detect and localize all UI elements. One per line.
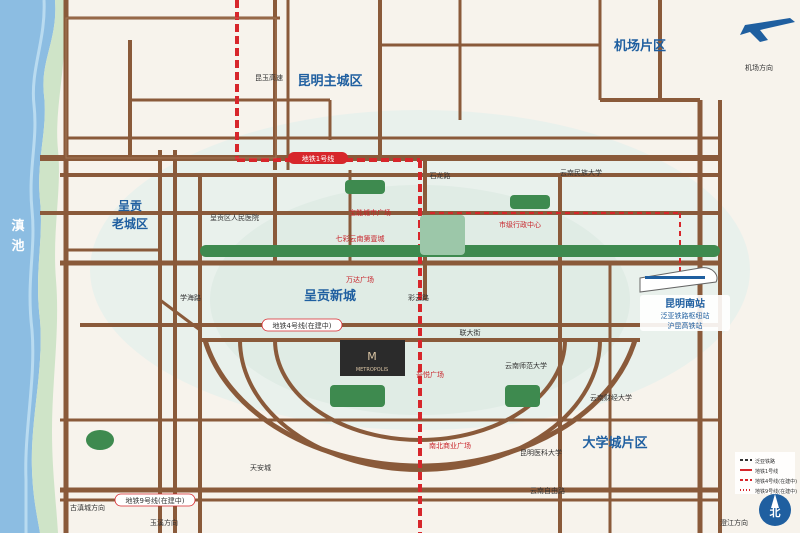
place-kunming-yike: 昆明医科大学 <box>520 448 562 457</box>
road-lianda: 联大街 <box>460 328 481 337</box>
district-kunming-main: 昆明主城区 <box>297 73 362 89</box>
road-shilong: 石龙路 <box>430 171 451 180</box>
legend-item-1: 泛亚铁路 <box>755 458 775 465</box>
park-1 <box>345 180 385 194</box>
road-yunnan-ziyou: 云南自由路 <box>530 486 565 495</box>
metropolis-label: METROPOLIS <box>356 367 388 373</box>
direction-chengjiang: 澄江方向 <box>720 518 748 527</box>
place-wanda: 万达广场 <box>346 275 374 284</box>
direction-yuxi: 玉溪方向 <box>150 518 178 527</box>
dianchi-lake <box>0 0 56 533</box>
legend-item-3: 地铁4号线(在建中) <box>755 478 797 485</box>
metro-line4-badge <box>261 318 343 332</box>
road-caiyun: 彩云路 <box>408 293 429 302</box>
place-wuyue: 吾悦广场 <box>416 370 444 379</box>
park-3 <box>420 215 465 255</box>
lake-label-2: 池 <box>11 238 24 254</box>
place-baoneng: 宝能城市广场 <box>349 208 391 217</box>
road-kunluo: 昆玉高速 <box>255 73 283 82</box>
legend-item-2: 地铁1号线 <box>755 468 778 475</box>
station-box <box>640 295 730 331</box>
metropolis-logo-icon: M <box>367 350 377 363</box>
metro-line1-label: 地铁1号线 <box>302 154 334 163</box>
place-caiyun: 七彩云南第壹城 <box>336 234 385 243</box>
road-xueyuan: 学海路 <box>180 293 201 302</box>
legend-item-4: 地铁9号线(在建中) <box>755 488 797 495</box>
station-name[interactable]: 昆明南站 <box>665 297 705 310</box>
metro-line9-badge <box>114 493 196 507</box>
park-6 <box>86 430 114 450</box>
metropolis-marker[interactable] <box>340 340 405 376</box>
block-outline-1 <box>65 17 277 159</box>
compass-icon <box>759 494 791 526</box>
lakeside-park <box>31 0 66 533</box>
park-4 <box>330 385 385 407</box>
place-jiangnan: 南北商业广场 <box>429 441 471 450</box>
metro-line9-label: 地铁9号线(在建中) <box>126 496 185 505</box>
station-sub2: 沪昆高铁站 <box>668 321 703 330</box>
direction-airport: 机场方向 <box>745 63 773 72</box>
metro-line4-label: 地铁4号线(在建中) <box>273 321 332 330</box>
park-5 <box>505 385 540 407</box>
direction-guchen: 古滇城方向 <box>70 503 105 512</box>
district-airport: 机场片区 <box>614 38 666 54</box>
airplane-icon <box>740 18 795 42</box>
place-yunnan-minzu: 云南民族大学 <box>560 168 602 177</box>
district-chenggong-old-2: 老城区 <box>112 216 148 231</box>
ring-road-middle <box>238 339 602 472</box>
place-tianjiang: 天安城 <box>250 463 271 472</box>
lake-shore <box>24 0 46 533</box>
lake-label-1: 滇 <box>11 218 24 234</box>
district-chenggong-new: 呈贡新城 <box>304 288 356 304</box>
place-yunnan-caijing: 云南财经大学 <box>590 393 632 402</box>
compass-north: 北 <box>770 505 781 519</box>
district-university: 大学城片区 <box>582 435 647 451</box>
park-2 <box>510 195 550 209</box>
district-chenggong-old-1: 呈贡 <box>118 198 142 213</box>
train-icon <box>639 267 718 293</box>
place-city-gov: 市级行政中心 <box>499 220 541 229</box>
place-yunnan-uni: 云南师范大学 <box>505 361 547 370</box>
place-chenggong-park: 呈贡区人民医院 <box>210 213 259 222</box>
road-diag-1 <box>159 298 201 332</box>
station-sub1: 泛亚铁路枢纽站 <box>661 311 710 320</box>
metro-line1-badge <box>288 152 348 164</box>
